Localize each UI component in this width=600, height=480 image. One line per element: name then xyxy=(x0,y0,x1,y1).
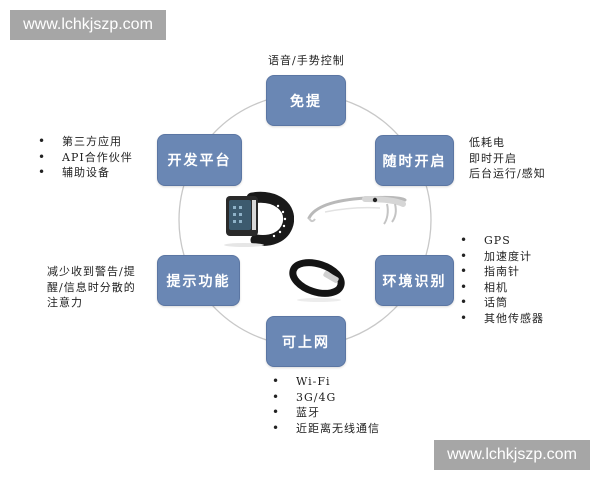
fitness-band-icon xyxy=(289,259,345,302)
bullet-item: 其他传感器 xyxy=(456,311,544,327)
detail-line: 醒/信息时分散的 xyxy=(47,280,136,294)
bullet-item: 蓝牙 xyxy=(268,405,380,421)
bullet-item: 话筒 xyxy=(456,295,544,311)
bullet-item: 近距离无线通信 xyxy=(268,421,380,437)
bullet-item: 相机 xyxy=(456,280,544,296)
node-hands-free: 免提 xyxy=(266,75,346,126)
bullet-item: 辅助设备 xyxy=(34,165,133,181)
dev-platform-bullets: 第三方应用 API合作伙伴 辅助设备 xyxy=(34,134,133,181)
smart-glasses-icon xyxy=(307,195,407,225)
watermark-top: www.lchkjszp.com xyxy=(10,10,166,40)
node-dev-platform: 开发平台 xyxy=(157,134,242,186)
bullet-item: 3G/4G xyxy=(268,390,380,406)
detail-line: 后台运行/感知 xyxy=(469,167,546,180)
node-notification: 提示功能 xyxy=(157,255,240,306)
bullet-item: GPS xyxy=(456,233,544,249)
bullet-item: 加速度计 xyxy=(456,249,544,265)
watermark-bottom: www.lchkjszp.com xyxy=(434,440,590,470)
always-on-details: 低耗电 即时开启 后台运行/感知 xyxy=(469,135,546,182)
environment-sensing-bullets: GPS 加速度计 指南针 相机 话筒 其他传感器 xyxy=(456,233,544,326)
node-title: 可上网 xyxy=(282,334,330,351)
internet-access-bullets: Wi-Fi 3G/4G 蓝牙 近距离无线通信 xyxy=(268,374,380,436)
node-title: 免提 xyxy=(290,93,322,110)
node-title: 随时开启 xyxy=(382,153,447,170)
node-environment-sensing: 环境识别 xyxy=(375,255,454,306)
detail-line: 低耗电 xyxy=(469,136,505,149)
node-title: 开发平台 xyxy=(167,153,232,169)
detail-line: 注意力 xyxy=(47,296,83,309)
bullet-item: 第三方应用 xyxy=(34,134,133,150)
node-title: 环境识别 xyxy=(382,273,447,290)
node-always-on: 随时开启 xyxy=(375,135,454,186)
notification-details: 减少收到警告/提 醒/信息时分散的 注意力 xyxy=(47,264,157,311)
detail-line: 减少收到警告/提 xyxy=(47,265,136,278)
bullet-item: API合作伙伴 xyxy=(34,150,133,166)
hands-free-caption: 语音/手势控制 xyxy=(268,54,345,67)
bullet-item: 指南针 xyxy=(456,264,544,280)
node-internet-access: 可上网 xyxy=(266,316,346,367)
node-title: 提示功能 xyxy=(166,273,231,290)
smartwatch-icon xyxy=(224,191,294,247)
bullet-item: Wi-Fi xyxy=(268,374,380,390)
detail-line: 即时开启 xyxy=(469,151,517,165)
